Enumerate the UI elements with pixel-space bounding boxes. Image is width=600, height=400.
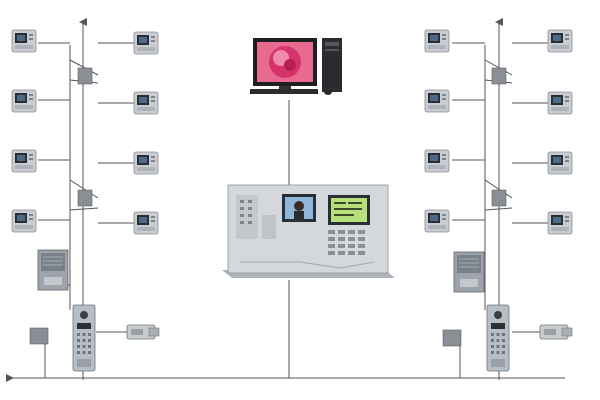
indoor-monitor-icon [11, 209, 37, 233]
center-network [5, 100, 565, 382]
desktop-computer-icon [250, 38, 342, 95]
indoor-monitor-icon [424, 209, 450, 233]
indoor-monitor-icon [547, 29, 573, 53]
indoor-monitor-icon [11, 89, 37, 113]
junction-box-icon [491, 189, 507, 207]
indoor-monitor-icon [547, 151, 573, 175]
indoor-monitor-icon [133, 31, 159, 55]
controller-box-icon [29, 327, 49, 345]
controller-box-icon [442, 329, 462, 347]
indoor-monitor-icon [424, 149, 450, 173]
junction-box-icon [77, 189, 93, 207]
junction-box-icon [491, 67, 507, 85]
indoor-monitor-icon [133, 151, 159, 175]
door-station-icon [486, 304, 510, 372]
management-console-icon [222, 184, 395, 278]
indoor-monitor-icon [424, 89, 450, 113]
junction-box-icon [77, 67, 93, 85]
electric-lock-icon [539, 324, 573, 340]
power-supply-icon [37, 249, 69, 291]
indoor-monitor-icon [547, 211, 573, 235]
indoor-monitor-icon [133, 91, 159, 115]
indoor-monitor-icon [424, 29, 450, 53]
indoor-monitor-icon [547, 91, 573, 115]
door-station-icon [72, 304, 96, 372]
indoor-monitor-icon [11, 29, 37, 53]
electric-lock-icon [126, 324, 160, 340]
indoor-monitor-icon [133, 211, 159, 235]
indoor-monitor-icon [11, 149, 37, 173]
power-supply-icon [453, 251, 485, 293]
